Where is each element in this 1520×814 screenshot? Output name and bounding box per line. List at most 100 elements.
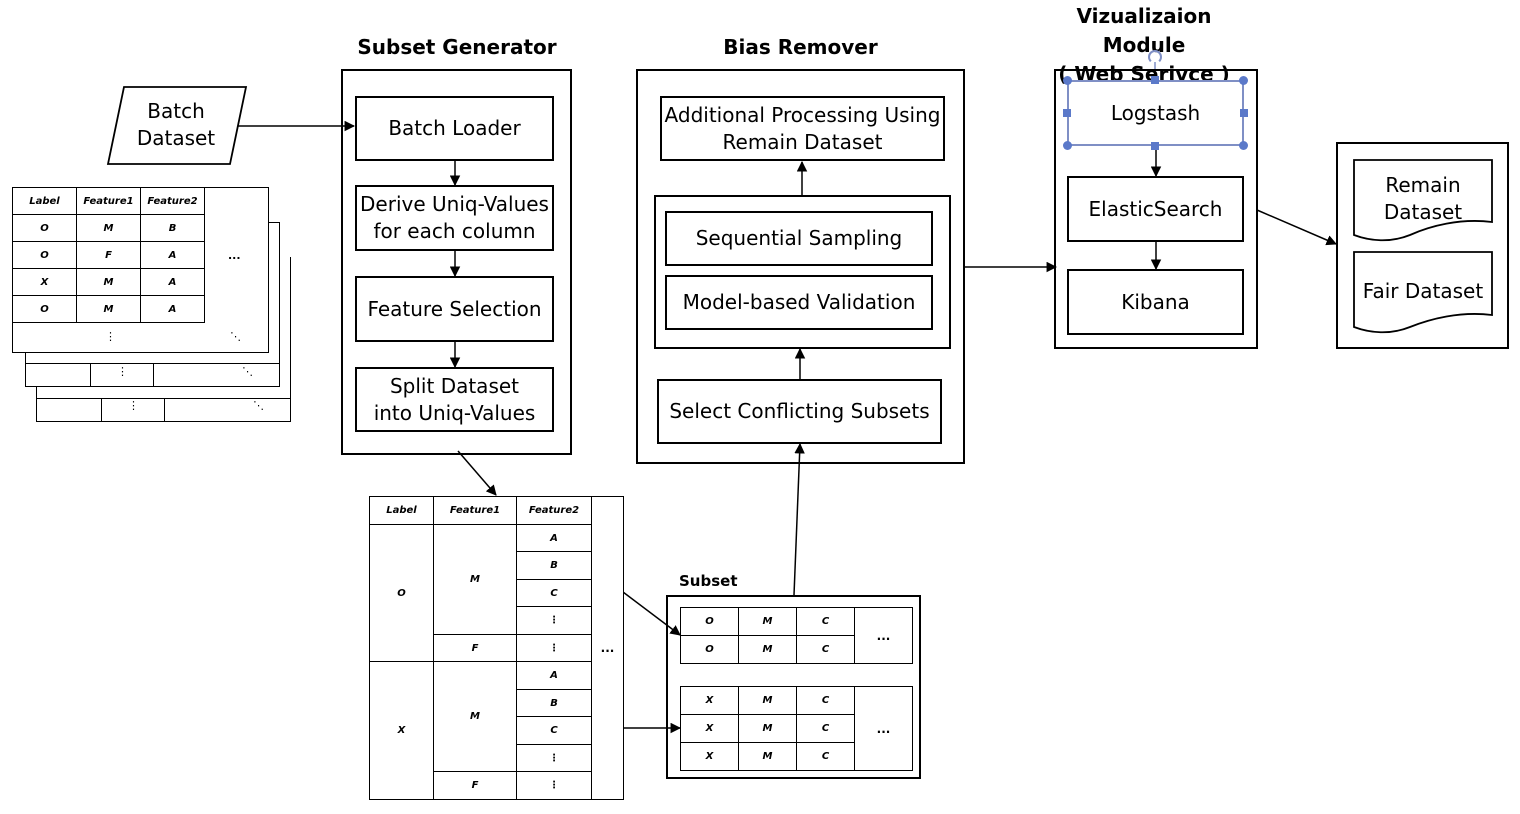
bias-remover-title: Bias Remover	[723, 35, 878, 59]
split-f2-cell: ⋮	[516, 771, 592, 800]
dataset-vdots: ⋮	[105, 330, 116, 343]
sheet-back-ddots: ⋱	[253, 399, 264, 412]
fair-dataset-label: Fair Dataset	[1362, 279, 1484, 303]
split-table: Label Feature1 Feature2 ... O M A B C ⋮ …	[369, 496, 624, 800]
subset-ellipsis: ...	[854, 686, 913, 771]
subset-title: Subset	[679, 572, 738, 590]
arrow-elastic-to-outputs	[1256, 209, 1337, 246]
sheet-col	[90, 364, 91, 386]
dataset-cell: O	[12, 214, 77, 242]
subset-cell: O	[680, 607, 739, 636]
subset-cell: M	[738, 607, 797, 636]
dataset-cell: O	[12, 241, 77, 269]
split-f1-cell: M	[433, 524, 517, 635]
sheet-middle-ddots: ⋱	[242, 365, 253, 378]
resize-handle[interactable]	[1240, 109, 1248, 117]
split-f1-cell: M	[433, 661, 517, 772]
split-f2-cell: A	[516, 524, 592, 552]
dataset-cell: F	[76, 241, 141, 269]
split-table-ellipsis: ...	[591, 496, 624, 800]
split-f2-cell: C	[516, 579, 592, 607]
arrow-o-group-to-subset	[622, 591, 681, 636]
arrow-subset-to-select	[793, 442, 805, 596]
split-group-label: X	[369, 661, 434, 800]
sheet-col	[153, 364, 154, 386]
subset-cell: M	[738, 635, 797, 664]
resize-handle[interactable]	[1151, 76, 1159, 84]
visualization-title: Vizualizaion Module ( Web Serivce )	[1058, 4, 1230, 86]
sequential-sampling-box: Sequential Sampling	[665, 211, 933, 266]
subset-cell: C	[796, 714, 855, 743]
subset-generator-frame	[341, 69, 572, 455]
sheet-middle-vdots: ⋮	[117, 365, 128, 378]
subset-table-o: O M C ... O M C	[680, 607, 913, 664]
split-header-feature1: Feature1	[433, 496, 517, 525]
sampling-validation-frame	[654, 195, 951, 349]
split-f2-cell: B	[516, 689, 592, 717]
split-f1-cell: F	[433, 771, 517, 800]
subset-cell: X	[680, 714, 739, 743]
split-f2-cell: ⋮	[516, 606, 592, 635]
dataset-cell: A	[140, 241, 205, 269]
dataset-ddots: ⋱	[230, 330, 241, 343]
dataset-cell: B	[140, 214, 205, 242]
subset-cell: C	[796, 686, 855, 715]
batch-loader-box: Batch Loader	[355, 96, 554, 161]
subset-cell: C	[796, 742, 855, 771]
elasticsearch-box: ElasticSearch	[1067, 176, 1244, 242]
outputs-frame	[1336, 142, 1509, 349]
subset-cell: M	[738, 686, 797, 715]
dataset-ellipsis: ...	[228, 249, 241, 262]
fair-dataset-shape	[1353, 251, 1493, 334]
resize-handle[interactable]	[1239, 76, 1248, 85]
resize-handle[interactable]	[1239, 141, 1248, 150]
dataset-header-feature1: Feature1	[76, 187, 141, 215]
visualization-frame	[1054, 69, 1258, 349]
feature-selection-box: Feature Selection	[355, 276, 554, 342]
dataset-cell: A	[140, 295, 205, 323]
subset-cell: M	[738, 714, 797, 743]
resize-handle[interactable]	[1063, 109, 1071, 117]
derive-uniq-values-box: Derive Uniq-Values for each column	[355, 185, 554, 251]
additional-processing-box: Additional Processing Using Remain Datas…	[660, 96, 945, 161]
batch-dataset-shape	[106, 86, 248, 165]
resize-handle[interactable]	[1063, 76, 1072, 85]
remain-dataset-shape	[1353, 159, 1493, 242]
arrow-split-to-table	[457, 450, 497, 496]
split-f2-cell: C	[516, 716, 592, 745]
split-dataset-box: Split Dataset into Uniq-Values	[355, 367, 554, 432]
subset-cell: C	[796, 635, 855, 664]
subset-frame	[666, 595, 921, 779]
bias-remover-frame	[636, 69, 965, 464]
resize-handle[interactable]	[1151, 142, 1159, 150]
rotate-handle-icon[interactable]	[1148, 50, 1162, 64]
split-f1-cell: F	[433, 634, 517, 662]
split-group-label: O	[369, 524, 434, 662]
select-conflicting-box: Select Conflicting Subsets	[657, 379, 942, 444]
split-f2-cell: B	[516, 551, 592, 580]
dataset-cell: M	[76, 295, 141, 323]
dataset-header-label: Label	[12, 187, 77, 215]
model-validation-box: Model-based Validation	[665, 275, 933, 330]
subset-cell: C	[796, 607, 855, 636]
split-f2-cell: A	[516, 661, 592, 690]
dataset-cell: X	[12, 268, 77, 296]
subset-cell: X	[680, 742, 739, 771]
dataset-table: Label Feature1 Feature2 O M B O F A X M …	[12, 187, 205, 323]
subset-cell: M	[738, 742, 797, 771]
subset-table-x: X M C ... X M C X M C	[680, 686, 913, 771]
dataset-cell: M	[76, 268, 141, 296]
dataset-cell: M	[76, 214, 141, 242]
logstash-box[interactable]: Logstash	[1067, 80, 1244, 146]
dataset-cell: A	[140, 268, 205, 296]
sheet-col	[164, 399, 165, 421]
remain-dataset-label: Remain Dataset	[1383, 173, 1463, 224]
subset-cell: X	[680, 686, 739, 715]
split-f2-cell: ⋮	[516, 634, 592, 662]
resize-handle[interactable]	[1063, 141, 1072, 150]
dataset-header-feature2: Feature2	[140, 187, 205, 215]
dataset-cell: O	[12, 295, 77, 323]
batch-dataset-label: Batch Dataset	[136, 99, 216, 150]
